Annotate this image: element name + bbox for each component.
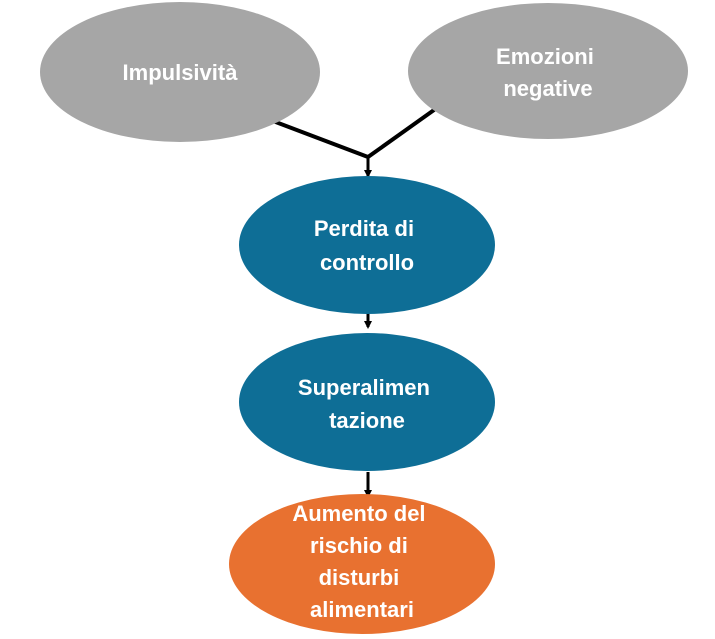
node-impulsivity-shape (40, 2, 320, 142)
node-eating-disorder-risk-line-1: Aumento del (292, 501, 425, 526)
node-eating-disorder-risk-line-4: alimentari (310, 597, 414, 622)
connector-negative-emotions (366, 103, 443, 159)
node-impulsivity-label: Impulsività (123, 60, 239, 85)
node-negative-emotions: Emozioni negative (408, 3, 688, 139)
node-eating-disorder-risk-line-2: rischio di (310, 533, 408, 558)
node-overeating-line-2: tazione (329, 408, 405, 433)
node-overeating-label: Superalimen tazione (298, 375, 436, 433)
node-impulsivity: Impulsività (40, 2, 320, 142)
node-loss-of-control-label: Perdita di controllo (314, 216, 420, 275)
node-loss-of-control-line-2: controllo (320, 250, 414, 275)
node-overeating: Superalimen tazione (239, 333, 495, 471)
node-loss-of-control: Perdita di controllo (239, 176, 495, 314)
node-eating-disorder-risk: Aumento del rischio di disturbi alimenta… (229, 494, 495, 634)
node-eating-disorder-risk-label: Aumento del rischio di disturbi alimenta… (292, 501, 431, 622)
node-negative-emotions-shape (408, 3, 688, 139)
node-eating-disorder-risk-line-3: disturbi (319, 565, 400, 590)
node-negative-emotions-label: Emozioni negative (496, 44, 600, 101)
node-negative-emotions-line-1: Emozioni (496, 44, 594, 69)
node-overeating-line-1: Superalimen (298, 375, 430, 400)
node-negative-emotions-line-2: negative (503, 76, 592, 101)
connector-impulsivity (272, 119, 369, 159)
node-loss-of-control-shape (239, 176, 495, 314)
node-eating-disorder-risk-shape (229, 494, 495, 634)
node-loss-of-control-line-1: Perdita di (314, 216, 414, 241)
node-impulsivity-line-1: Impulsività (123, 60, 239, 85)
node-overeating-shape (239, 333, 495, 471)
